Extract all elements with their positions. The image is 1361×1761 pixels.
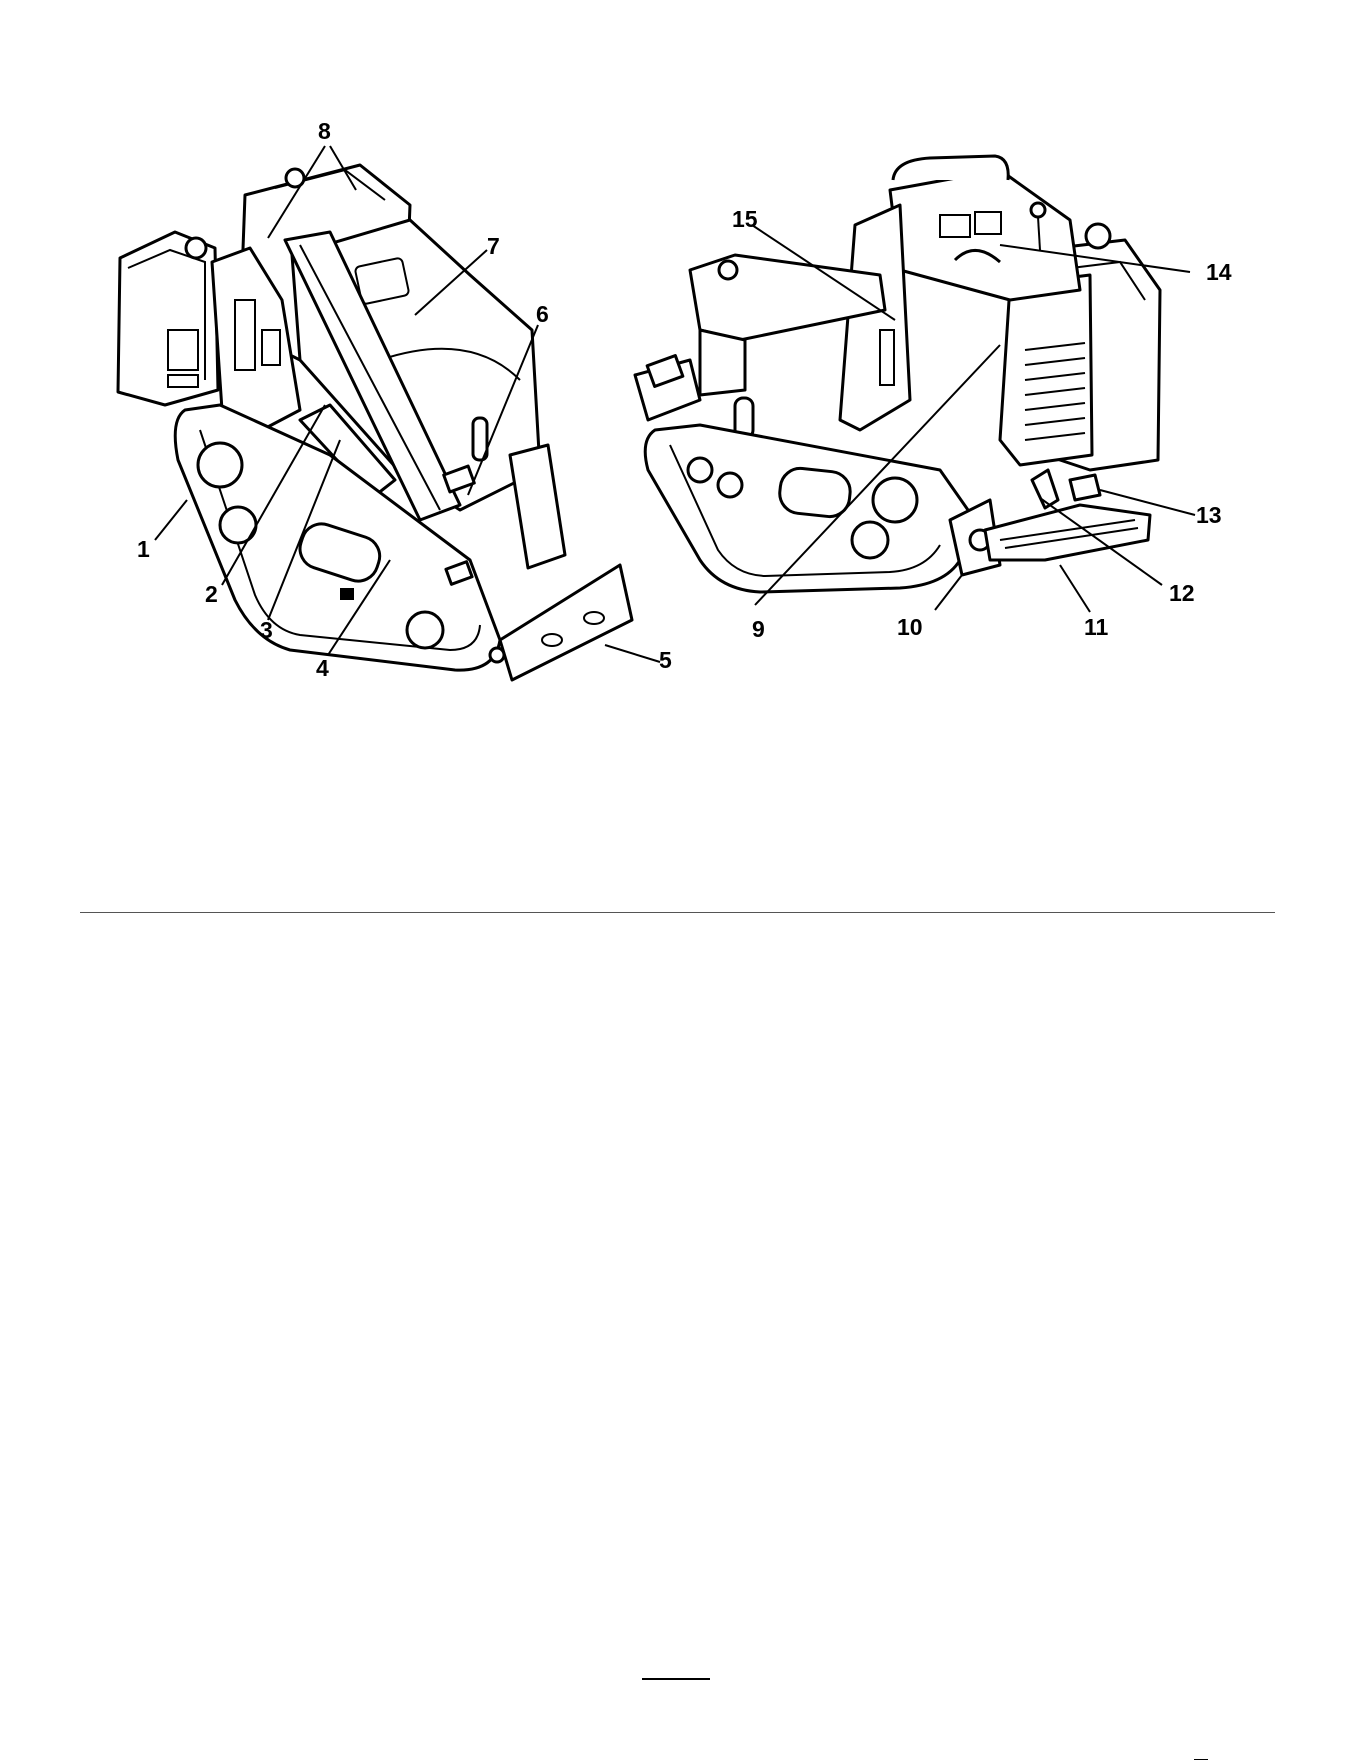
callout-10: 10 [897, 614, 923, 640]
left-machine-view [118, 165, 632, 680]
callout-4: 4 [316, 655, 329, 681]
callout-14: 14 [1206, 259, 1232, 285]
callout-12: 12 [1169, 580, 1195, 606]
callout-1: 1 [137, 536, 150, 562]
callout-13: 13 [1196, 502, 1222, 528]
callout-6: 6 [536, 301, 549, 327]
callout-9: 9 [752, 616, 765, 642]
callout-8: 8 [318, 118, 331, 144]
callout-3: 3 [260, 617, 273, 643]
callout-2: 2 [205, 581, 218, 607]
machine-illustration: 1 2 3 4 5 6 7 8 9 10 11 12 13 14 15 [0, 0, 1361, 760]
page-number-underline [642, 1678, 710, 1680]
callout-7: 7 [487, 233, 500, 259]
callout-11: 11 [1084, 614, 1109, 640]
section-divider [80, 912, 1275, 913]
callout-5: 5 [659, 647, 672, 673]
callout-15: 15 [732, 206, 758, 232]
corner-mark [1194, 1759, 1208, 1760]
